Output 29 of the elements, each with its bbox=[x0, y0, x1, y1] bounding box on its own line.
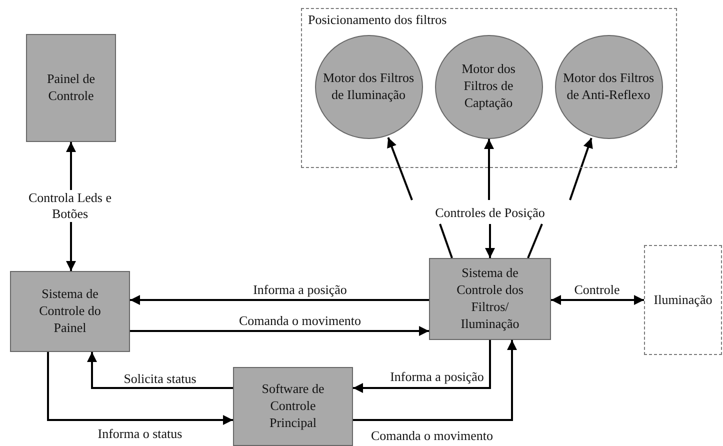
arrow bbox=[353, 340, 491, 393]
arrow bbox=[130, 326, 429, 336]
node-text: Motor dos Filtros de Anti-Reflexo bbox=[562, 70, 655, 104]
process-box bbox=[10, 271, 130, 352]
panel-box bbox=[26, 34, 116, 142]
arrow bbox=[87, 352, 233, 389]
node-text: Iluminação bbox=[654, 292, 712, 308]
node-text: Software de Controle Principal bbox=[260, 381, 326, 432]
arrow bbox=[387, 137, 413, 200]
external-box bbox=[644, 245, 722, 355]
process-box bbox=[429, 258, 551, 340]
edge-label: Informa a posição bbox=[389, 368, 485, 386]
arrow bbox=[484, 139, 494, 200]
arrow bbox=[485, 224, 495, 258]
arrow bbox=[130, 295, 429, 305]
node-text: Painel de Controle bbox=[46, 71, 96, 105]
node-text: Sistema de Controle dos Filtros/ Iluminação bbox=[456, 265, 524, 333]
arrow bbox=[47, 352, 233, 425]
group-title: Posicionamento dos filtros bbox=[308, 12, 447, 29]
arrow bbox=[551, 295, 644, 305]
edge-label: Informa a posição bbox=[252, 282, 348, 298]
node-text: Sistema de Controle do Painel bbox=[38, 286, 102, 337]
group-frame bbox=[301, 8, 677, 168]
node-text: Motor dos Filtros de Captação bbox=[460, 61, 516, 112]
arrow bbox=[353, 340, 517, 421]
process-box bbox=[233, 367, 353, 446]
arrow bbox=[569, 138, 593, 200]
node-text: Motor dos Filtros de Iluminação bbox=[322, 70, 415, 104]
node-label: Controles de Posição bbox=[435, 204, 545, 222]
